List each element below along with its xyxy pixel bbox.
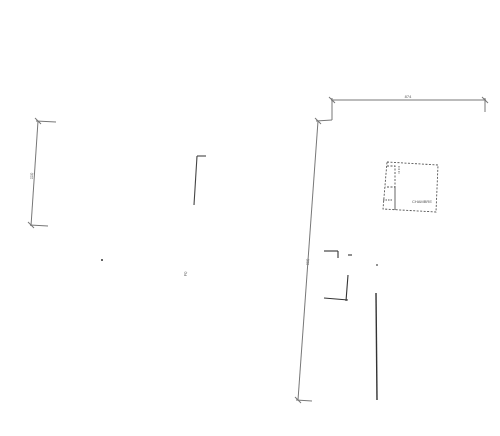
right-dimension-line — [294, 117, 322, 404]
point-marker-right — [376, 264, 378, 266]
right-dimension-label: 110 — [305, 258, 310, 265]
left-wall-stub — [193, 155, 206, 206]
lower-wall-bracket — [323, 250, 352, 302]
room-outline — [382, 161, 439, 213]
center-marker-label: F0 — [183, 271, 188, 277]
point-marker-left — [101, 259, 103, 261]
room-label: CHAMBRE — [412, 199, 432, 204]
top-dimension-line — [315, 96, 489, 122]
left-dimension-label: 110 — [29, 172, 34, 179]
left-dimension-line — [27, 117, 57, 229]
right-vertical-wall — [375, 292, 378, 401]
top-dimension-label: 874 — [405, 94, 412, 99]
